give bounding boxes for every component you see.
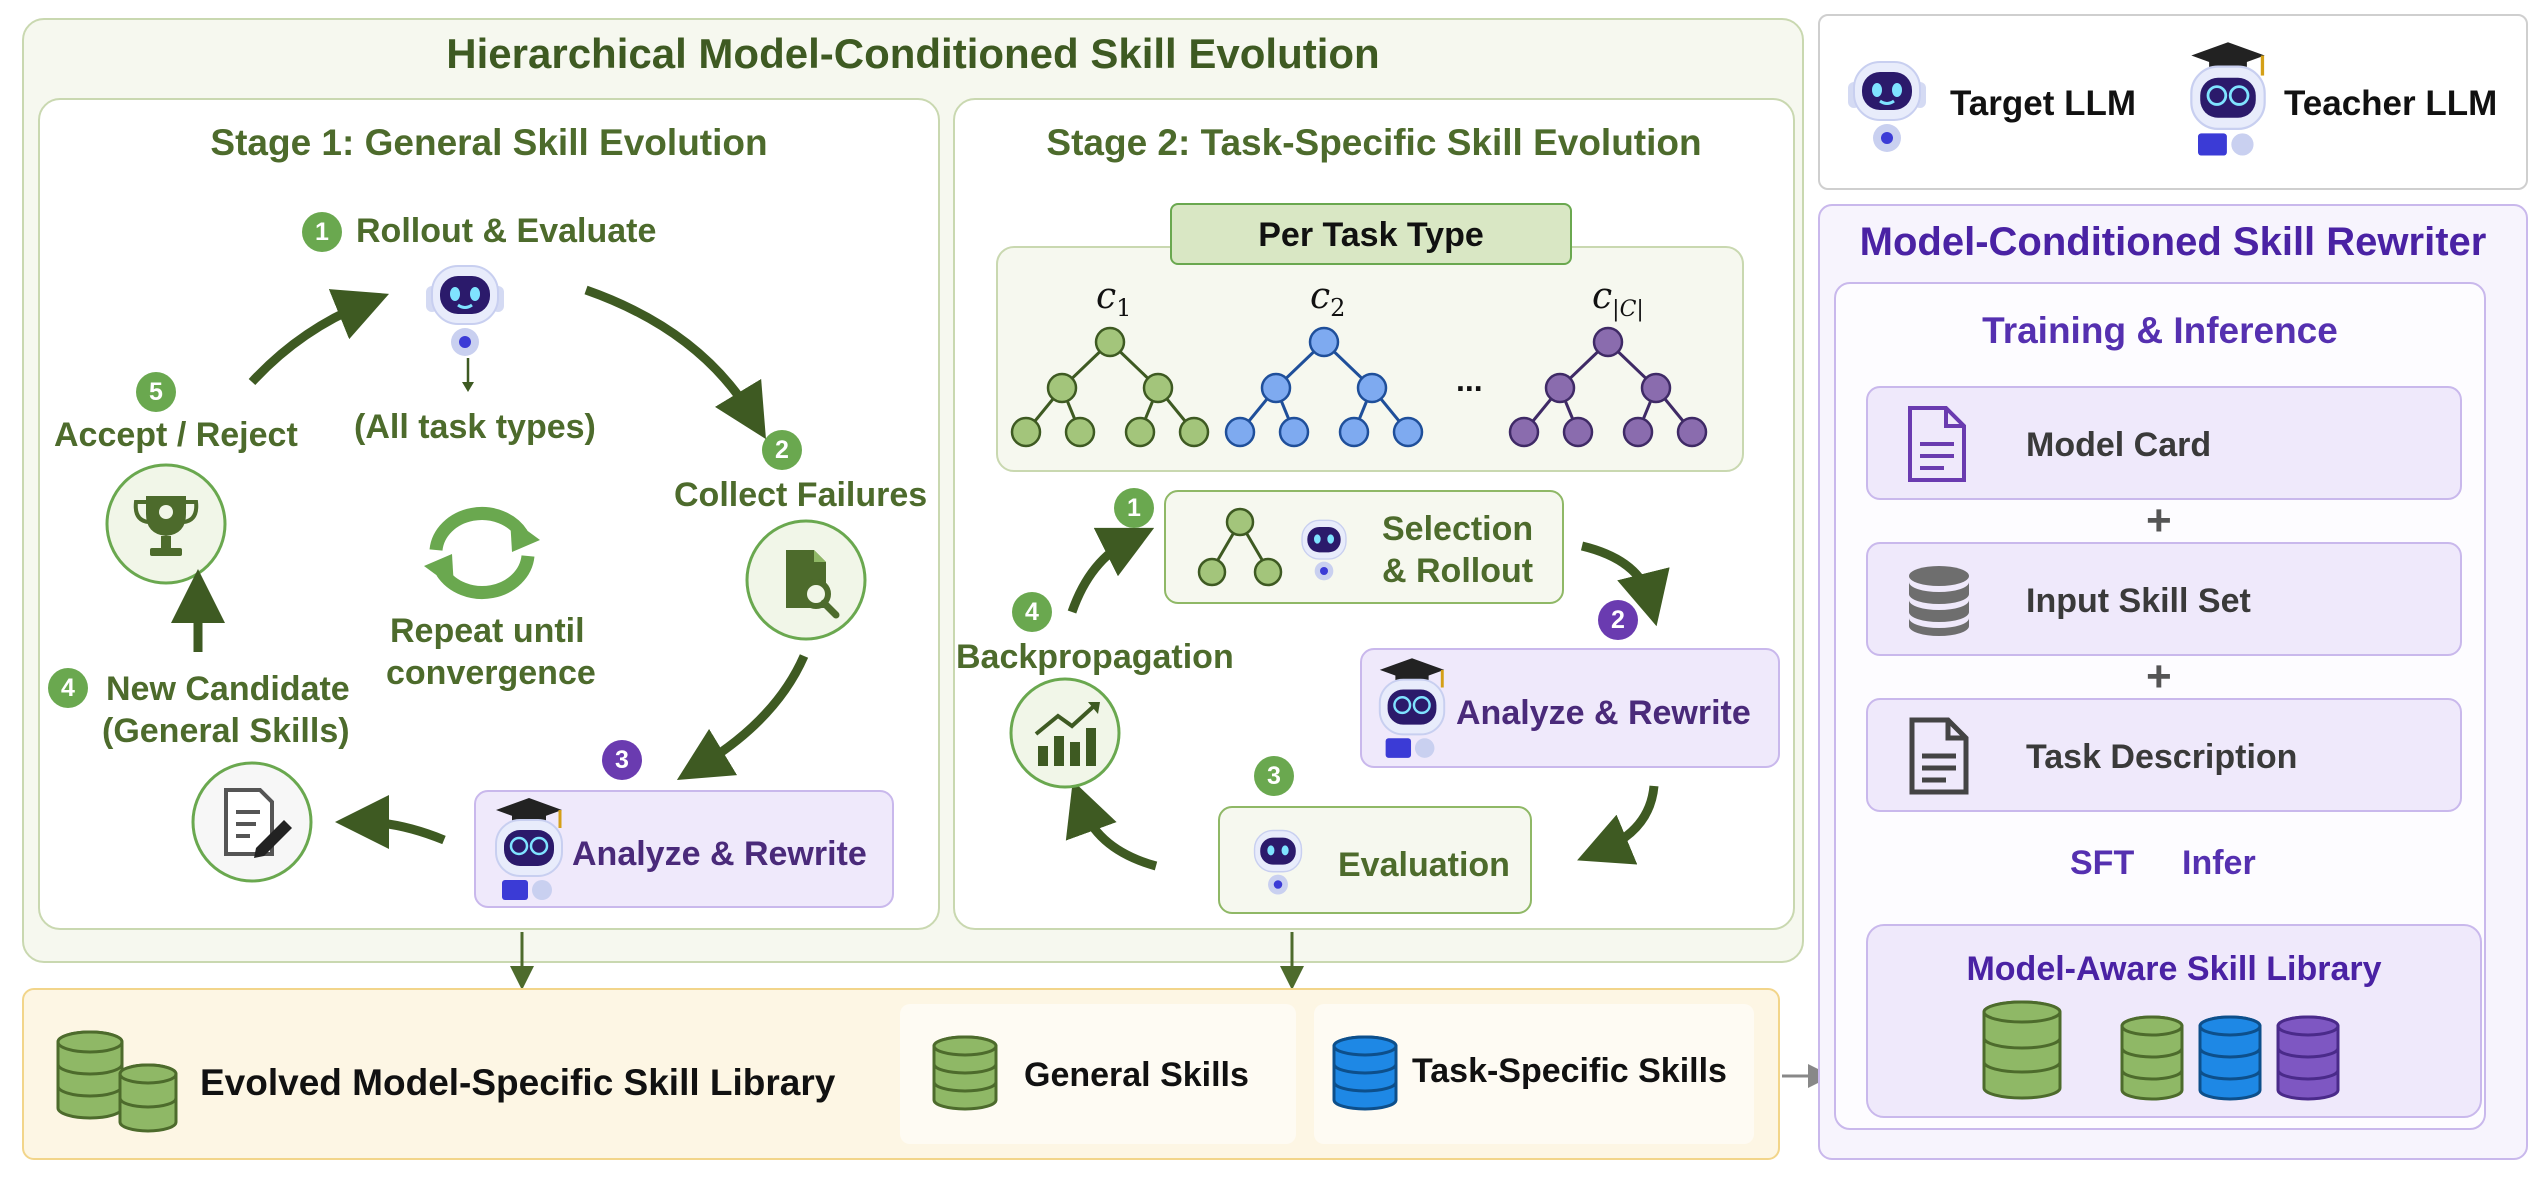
tree-node (1622, 416, 1654, 448)
down-arrow-small (462, 358, 474, 392)
plus-2: + (2146, 652, 2172, 701)
input-skill-set-label: Input Skill Set (2026, 582, 2251, 620)
tree-label-2: c2 (1310, 276, 1346, 323)
tree-node (1640, 372, 1672, 404)
task-description-label: Task Description (2026, 738, 2298, 776)
per-task-type-header (1170, 203, 1572, 265)
task-document-icon (1909, 717, 1969, 795)
evolved-library-label: Evolved Model-Specific Skill Library (200, 1062, 836, 1103)
general-skills-db-icon (932, 1035, 998, 1111)
stage1-step3-label: Analyze & Rewrite (572, 835, 867, 873)
tree-node (1562, 416, 1594, 448)
teacher-robot-icon (495, 798, 563, 900)
trees-ellipsis: ... (1456, 362, 1483, 398)
plus-1: + (2146, 496, 2172, 545)
general-skills-label: General Skills (1024, 1056, 1249, 1094)
target-llm-label: Target LLM (1950, 84, 2137, 123)
edit-document-icon (191, 761, 313, 883)
repeat-cycle-icon (424, 507, 540, 599)
database-stack-icon (56, 1030, 178, 1133)
center-label-line1: Repeat until (390, 612, 585, 650)
tree-node (1278, 416, 1310, 448)
model-aware-library-label: Model-Aware Skill Library (1966, 950, 2382, 988)
task-specific-skills-db-icon (1332, 1035, 1398, 1111)
target-robot-icon (1253, 829, 1303, 895)
document-search-icon (745, 519, 867, 641)
database-icon (1909, 566, 1969, 636)
stage1-step4-label-line1: New Candidate (106, 670, 350, 708)
document-icon (1908, 406, 1966, 482)
tree-node (1338, 416, 1370, 448)
target-llm-icon (1848, 61, 1926, 152)
tree-node (1592, 326, 1624, 358)
training-inference-label: Training & Inference (1982, 310, 2338, 351)
stage1-step4-badge: 4 (48, 668, 88, 708)
tree-node (1178, 416, 1210, 448)
all-task-types-label: (All task types) (354, 408, 596, 446)
stage1-step2-label: Collect Failures (674, 476, 928, 514)
tree-node (1676, 416, 1708, 448)
model-aware-db-icons (1982, 1000, 2340, 1101)
tree-label-1: c1 (1096, 276, 1132, 323)
backpropagation-label: Backpropagation (956, 638, 1234, 676)
tree-node (1260, 372, 1292, 404)
per-task-type-label: Per Task Type (1258, 216, 1484, 254)
task-specific-skills-label: Task-Specific Skills (1412, 1052, 1727, 1090)
stage1-step2-badge: 2 (762, 430, 802, 470)
stage1-step4-label-line2: (General Skills) (102, 712, 350, 750)
stage2-step4-badge: 4 (1012, 592, 1052, 632)
selection-label-line2: & Rollout (1382, 552, 1534, 590)
tree-node (1224, 416, 1256, 448)
evaluation-label: Evaluation (1338, 846, 1510, 884)
stage1-step1-label: Rollout & Evaluate (356, 212, 657, 250)
teacher-llm-icon (2190, 42, 2266, 156)
main-panel-title: Hierarchical Model-Conditioned Skill Evo… (446, 30, 1380, 77)
stage2-step3-badge: 3 (1254, 756, 1294, 796)
tree-node (1124, 416, 1156, 448)
input-skill-set-box (1866, 542, 2462, 656)
stage2-step1-badge: 1 (1114, 488, 1154, 528)
tree-node (1064, 416, 1096, 448)
tree-node (1010, 416, 1042, 448)
sft-label: SFT (2070, 844, 2135, 882)
selection-tree-icon (1197, 507, 1283, 587)
stage2-step2-label: Analyze & Rewrite (1456, 694, 1751, 732)
tree-node (1508, 416, 1540, 448)
target-robot-icon (1301, 519, 1347, 581)
trophy-icon (105, 463, 227, 585)
teacher-llm-label: Teacher LLM (2284, 84, 2498, 123)
growth-chart-icon (1009, 677, 1121, 789)
tree-node (1544, 372, 1576, 404)
tree-node (1392, 416, 1424, 448)
tree-node (1142, 372, 1174, 404)
legend-panel (1818, 14, 2528, 190)
tree-label-3: c|C| (1592, 276, 1644, 323)
rewriter-title: Model-Conditioned Skill Rewriter (1859, 220, 2487, 264)
stage1-step1-badge: 1 (302, 212, 342, 252)
stage1-title: Stage 1: General Skill Evolution (210, 122, 768, 163)
target-robot-icon (426, 265, 504, 356)
selection-label-line1: Selection (1382, 510, 1534, 548)
center-label-line2: convergence (386, 654, 596, 692)
teacher-robot-icon (1378, 658, 1446, 758)
stage1-step5-badge: 5 (136, 372, 176, 412)
stage1-step3-badge: 3 (602, 740, 642, 780)
model-card-label: Model Card (2026, 426, 2212, 464)
tree-node (1308, 326, 1340, 358)
stage2-title: Stage 2: Task-Specific Skill Evolution (1046, 122, 1702, 163)
selection-rollout-box[interactable] (1164, 490, 1564, 604)
tree-node (1094, 326, 1126, 358)
tree-node (1046, 372, 1078, 404)
infer-label: Infer (2182, 844, 2256, 882)
stage1-step5-label: Accept / Reject (54, 416, 298, 454)
stage2-step2-badge: 2 (1598, 600, 1638, 640)
tree-node (1356, 372, 1388, 404)
